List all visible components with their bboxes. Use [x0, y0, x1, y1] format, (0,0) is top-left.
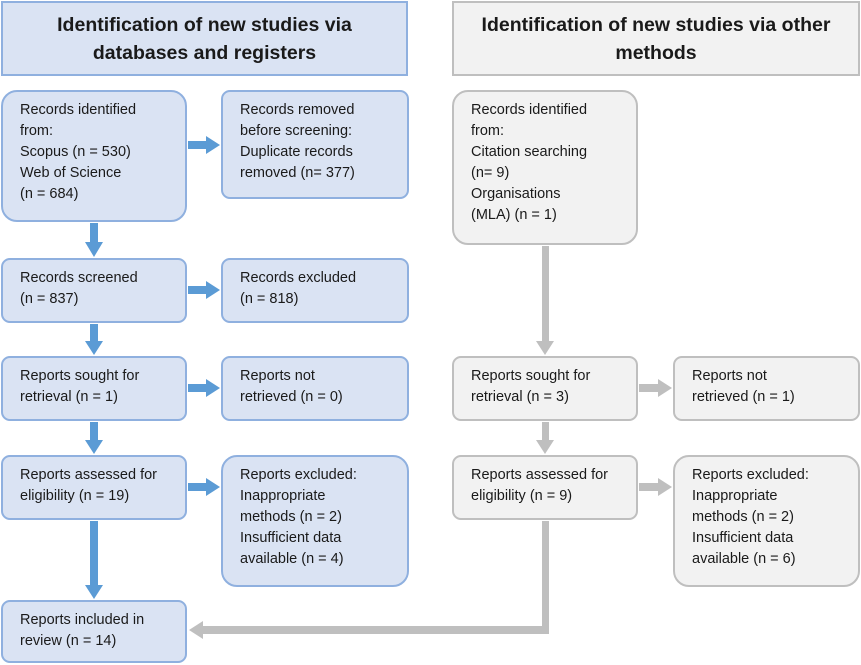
records-removed-before-screening: Records removed before screening: Duplic… — [221, 90, 409, 199]
header-other-methods: Identification of new studies via other … — [452, 1, 860, 76]
records-identified-other: Records identified from: Citation search… — [452, 90, 638, 245]
arrow-screened-to-excluded — [188, 281, 220, 299]
reports-excluded-right: Reports excluded: Inappropriate methods … — [673, 455, 860, 587]
arrow-other-identified-to-sought — [536, 246, 554, 355]
arrow-screened-to-sought — [85, 324, 103, 355]
arrow-sought-to-not-retrieved — [188, 379, 220, 397]
records-screened: Records screened (n = 837) — [1, 258, 187, 323]
reports-not-retrieved-right: Reports not retrieved (n = 1) — [673, 356, 860, 421]
arrow-sought-to-assessed — [85, 422, 103, 454]
reports-assessed-eligibility-right: Reports assessed for eligibility (n = 9) — [452, 455, 638, 520]
arrow-other-assessed-to-excluded — [639, 478, 672, 496]
header-databases-registers: Identification of new studies via databa… — [1, 1, 408, 76]
arrow-other-sought-to-assessed — [536, 422, 554, 454]
reports-not-retrieved-left: Reports not retrieved (n = 0) — [221, 356, 409, 421]
records-excluded: Records excluded (n = 818) — [221, 258, 409, 323]
arrow-assessed-to-excluded — [188, 478, 220, 496]
reports-excluded-left: Reports excluded: Inappropriate methods … — [221, 455, 409, 587]
reports-included-in-review: Reports included in review (n = 14) — [1, 600, 187, 663]
arrow-identified-to-screened — [85, 223, 103, 257]
reports-sought-for-retrieval-right: Reports sought for retrieval (n = 3) — [452, 356, 638, 421]
records-identified-databases: Records identified from: Scopus (n = 530… — [1, 90, 187, 222]
arrow-identified-to-removed — [188, 136, 220, 154]
arrow-assessed-to-included — [85, 521, 103, 599]
arrow-other-sought-to-not-retrieved — [639, 379, 672, 397]
reports-assessed-eligibility-left: Reports assessed for eligibility (n = 19… — [1, 455, 187, 520]
reports-sought-for-retrieval-left: Reports sought for retrieval (n = 1) — [1, 356, 187, 421]
